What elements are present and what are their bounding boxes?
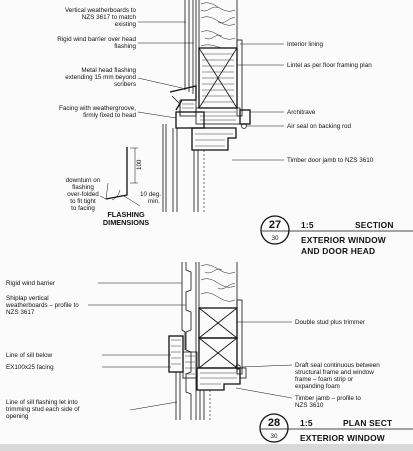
callout-28-title-1: EXTERIOR WINDOW <box>300 433 385 443</box>
insulation-top <box>198 0 238 49</box>
label-sill-flashing-2: trimming stud each side of <box>6 406 80 413</box>
flashing-caption-1: FLASHING <box>107 210 145 219</box>
bottom-right-labels: Double stud plus trimmer Draft seal cont… <box>295 319 380 409</box>
sill-facing <box>168 335 247 391</box>
top-section-detail: Vertical weatherboards to NZS 3617 to ma… <box>57 0 413 256</box>
bottom-left-labels: Rigid wind barrier Shiplap vertical weat… <box>5 280 80 420</box>
angle-label-2: min. <box>148 198 160 205</box>
label-shiplap-1: Shiplap vertical <box>6 295 49 302</box>
label-interior-lining: Interior lining <box>287 41 324 48</box>
label-weatherboards-3: existing <box>115 21 137 28</box>
top-left-labels: Vertical weatherboards to NZS 3617 to ma… <box>57 7 136 119</box>
lintel <box>198 39 243 117</box>
top-right-leaders <box>232 43 284 161</box>
angle-label-1: 10 deg. <box>140 191 161 198</box>
label-sill-flashing-1: Line of sill flashing let into <box>6 399 78 406</box>
label-draft-seal-4: expanding foam <box>295 383 340 390</box>
callout-28-type: PLAN SECT <box>343 418 393 428</box>
bottom-plan-detail: Rigid wind barrier Shiplap vertical weat… <box>5 262 413 443</box>
label-weatherboards-1: Vertical weatherboards to <box>65 7 137 14</box>
label-rigid-wind-barrier: Rigid wind barrier <box>6 280 55 287</box>
insulation-bottom <box>198 262 238 308</box>
callout-27-title-2: AND DOOR HEAD <box>301 246 375 256</box>
label-door-jamb: Timber door jamb to NZS 3610 <box>287 157 374 164</box>
label-draft-seal-2: structural frame and window <box>295 369 374 376</box>
downturn-note-4: to fit tight <box>70 198 96 205</box>
bottom-right-leaders <box>235 321 293 399</box>
label-draft-seal-1: Draft seal continuous between <box>295 362 380 369</box>
downturn-note-3: over-folded <box>67 191 99 198</box>
label-head-flashing-2: extending 15 mm beyond <box>65 74 136 81</box>
label-facing-2: firmly fixed to head <box>83 112 136 119</box>
window-frame-bottom <box>175 372 211 420</box>
shiplap-boards <box>181 262 197 420</box>
label-sill-flashing-3: opening <box>6 413 29 420</box>
flashing-caption-2: DIMENSIONS <box>103 218 149 227</box>
label-timber-jamb-1: Timber jamb – profile to <box>295 395 361 402</box>
label-shiplap-3: NZS 3617 <box>6 309 35 316</box>
callout-28-scale: 1:5 <box>300 418 313 428</box>
callout-27-scale: 1:5 <box>301 220 314 230</box>
label-double-stud: Double stud plus trimmer <box>295 319 365 326</box>
double-stud <box>198 299 243 375</box>
label-weatherboards-2: NZS 3617 to match <box>82 14 137 21</box>
door-frame-top <box>162 124 205 212</box>
head-flashing <box>169 85 251 151</box>
label-draft-seal-3: frame – foam strip or <box>295 376 353 383</box>
bottom-left-leaders <box>88 282 186 411</box>
callout-27-title-1: EXTERIOR WINDOW <box>301 235 386 245</box>
callout-27-sheet: 30 <box>272 235 279 242</box>
label-wind-barrier-2: flashing <box>114 43 136 50</box>
label-timber-jamb-2: NZS 3610 <box>295 402 324 409</box>
label-head-flashing-3: scribers <box>114 81 136 88</box>
dim-100: 100 <box>136 159 143 170</box>
label-air-seal: Air seal on backing rod <box>287 123 352 130</box>
callout-28-number: 28 <box>268 417 280 429</box>
downturn-note-5: to facing <box>71 205 95 212</box>
callout-28: 28 30 1:5 PLAN SECT EXTERIOR WINDOW <box>259 413 413 443</box>
top-right-labels: Interior lining Lintel as per floor fram… <box>287 41 374 164</box>
label-architrave: Architrave <box>287 109 316 116</box>
label-lintel: Lintel as per floor framing plan <box>287 62 372 69</box>
callout-27-type: SECTION <box>355 220 394 230</box>
weatherboards-top <box>184 0 197 96</box>
downturn-note-2: flashing <box>72 184 94 191</box>
flashing-dimensions-diagram: 100 downturn on flashing over-folded to … <box>66 147 161 227</box>
page-bottom-edge <box>0 444 413 451</box>
label-head-flashing-1: Metal head flashing <box>81 67 136 74</box>
callout-28-sheet: 30 <box>271 433 278 440</box>
callout-27: 27 30 1:5 SECTION EXTERIOR WINDOW AND DO… <box>260 215 413 256</box>
callout-27-number: 27 <box>269 219 281 231</box>
label-line-of-sill: Line of sill below <box>6 352 53 359</box>
top-left-leaders <box>137 21 194 119</box>
label-shiplap-2: weatherboards – profile to <box>5 302 79 309</box>
label-ex100x25-facing: EX100x25 facing <box>6 364 54 371</box>
downturn-note-1: downturn on <box>66 177 101 184</box>
label-facing-1: Facing with weathergroove, <box>59 105 136 112</box>
label-wind-barrier-1: Rigid wind barrier over head <box>57 36 136 43</box>
